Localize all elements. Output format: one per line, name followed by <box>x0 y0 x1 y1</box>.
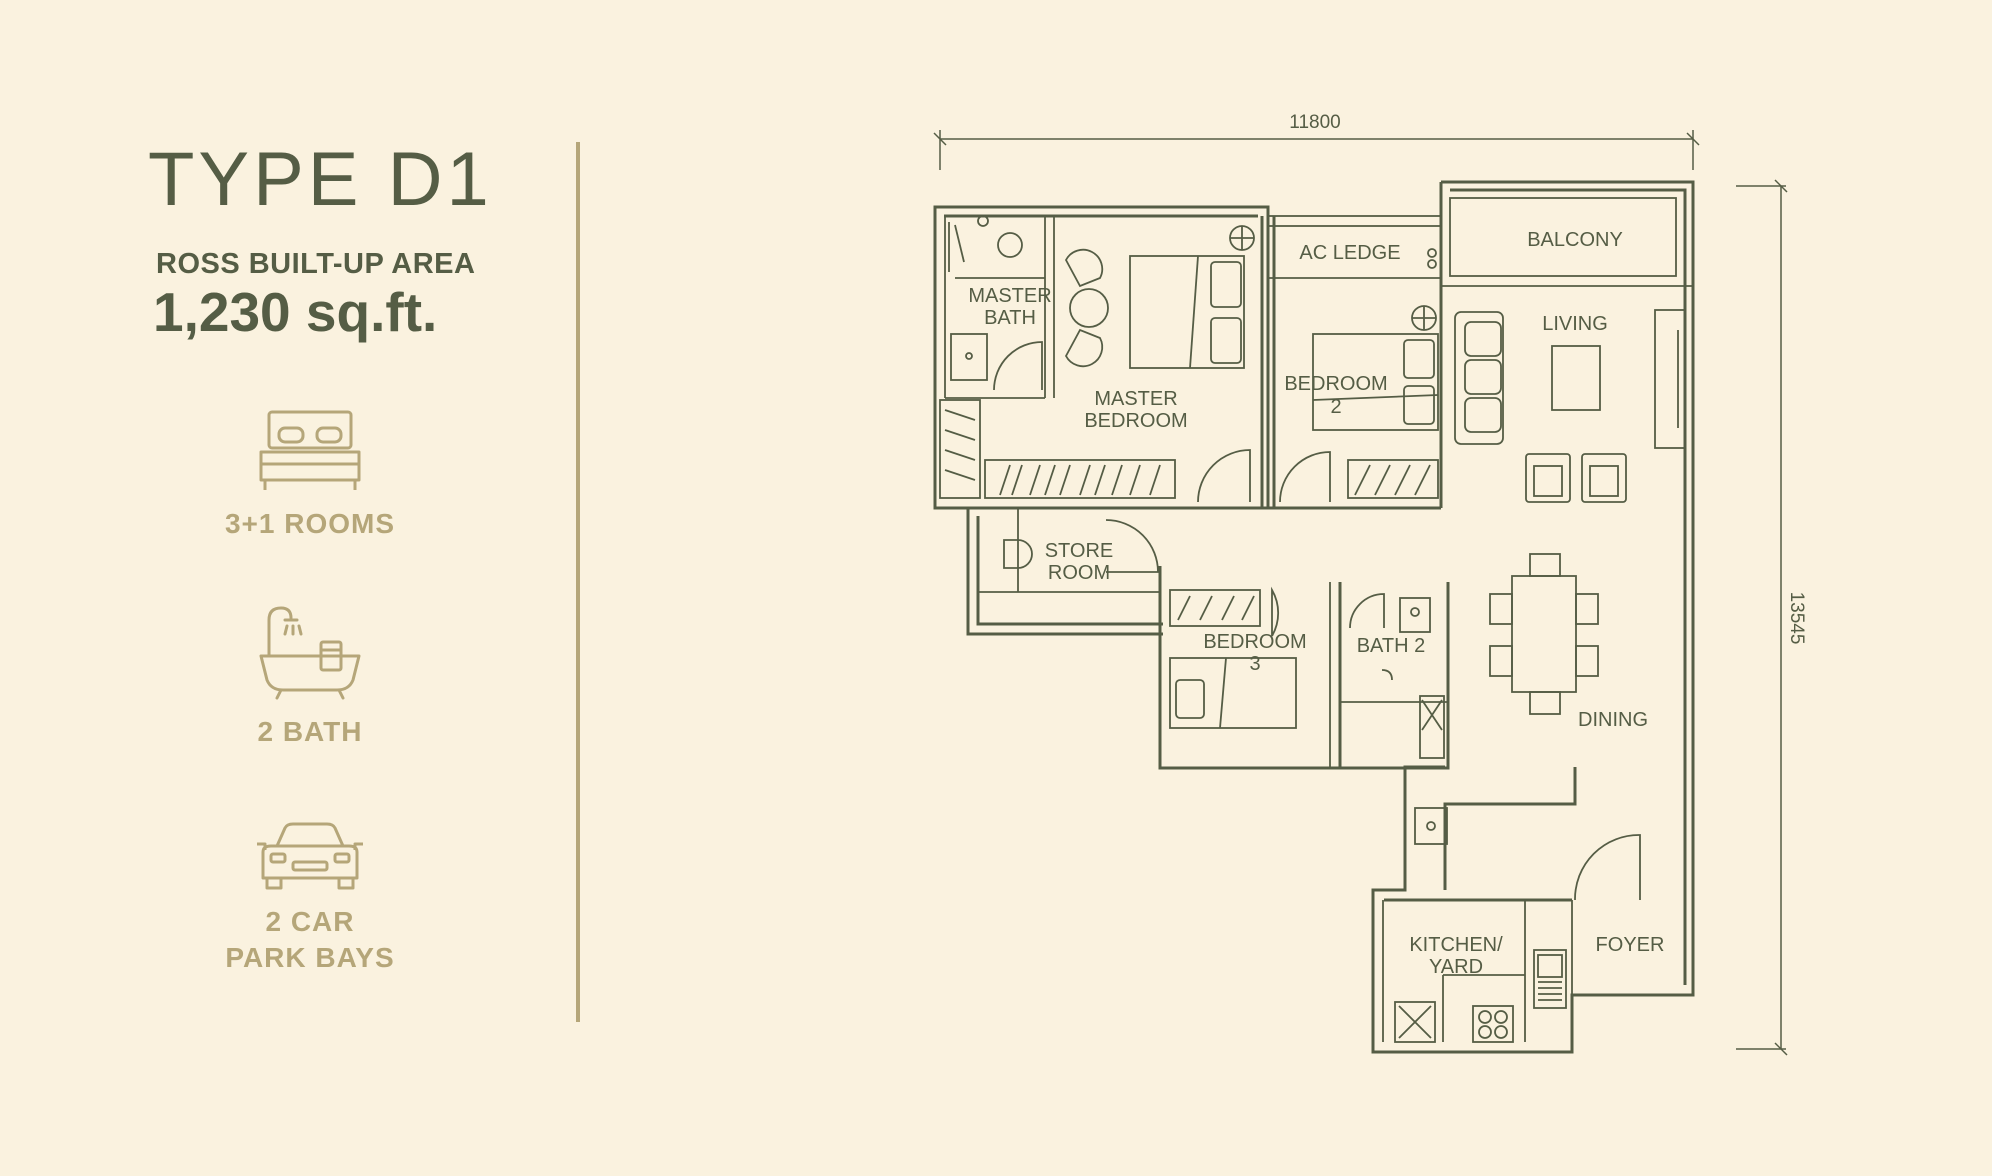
balcony-area <box>1267 197 1693 287</box>
master-bedroom <box>939 216 1264 508</box>
label-store-room-2: ROOM <box>1048 562 1110 584</box>
label-kitchen-1: KITCHEN/ <box>1409 934 1503 956</box>
feature-parking: 2 CAR PARK BAYS <box>160 822 460 976</box>
label-bedroom-3-2: 3 <box>1249 653 1260 675</box>
kitchen-yard <box>1382 807 1641 1043</box>
label-ac-ledge: AC LEDGE <box>1299 242 1400 264</box>
bath-2 <box>1329 582 1448 768</box>
label-master-bedroom-1: MASTER <box>1094 388 1177 410</box>
area-value: 1,230 sq.ft. <box>153 281 438 343</box>
label-foyer: FOYER <box>1596 934 1665 956</box>
feature-rooms-label: 3+1 ROOMS <box>224 508 396 539</box>
store-room <box>978 508 1160 593</box>
height-dimension-label: 13545 <box>1786 592 1807 645</box>
feature-parking-label: 2 CAR PARK BAYS <box>225 906 395 973</box>
label-master-bedroom-2: BEDROOM <box>1084 410 1187 432</box>
area-label: ROSS BUILT-UP AREA <box>156 248 476 280</box>
label-master-bath-1: MASTER <box>968 285 1051 307</box>
label-bedroom-3-1: BEDROOM <box>1203 631 1306 653</box>
feature-rooms: 3+1 ROOMS <box>160 408 460 542</box>
label-master-bath-2: BATH <box>984 307 1036 329</box>
label-store-room-1: STORE <box>1045 540 1114 562</box>
feature-bath-label: 2 BATH <box>257 716 363 747</box>
label-bath-2: BATH 2 <box>1357 635 1426 657</box>
label-bedroom-2-1: BEDROOM <box>1284 373 1387 395</box>
info-panel: TYPE D1 ROSS BUILT-UP AREA 1,230 sq.ft. … <box>0 0 580 1176</box>
width-dimension-label: 11800 <box>1289 112 1340 133</box>
car-icon <box>257 822 363 890</box>
label-kitchen-2: YARD <box>1429 956 1483 978</box>
outer-walls <box>933 180 1695 1054</box>
section-divider <box>576 142 580 1022</box>
label-bedroom-2-2: 2 <box>1330 396 1341 418</box>
living-dining <box>1454 309 1686 715</box>
bed-icon <box>259 410 361 490</box>
label-balcony: BALCONY <box>1527 229 1623 251</box>
feature-bath: 2 BATH <box>160 602 460 750</box>
bedroom-3 <box>1169 586 1297 729</box>
unit-type-title: TYPE D1 <box>148 137 493 222</box>
height-dimension: 13545 <box>1736 179 1807 1056</box>
label-living: LIVING <box>1542 313 1608 335</box>
bathtub-icon <box>259 606 361 700</box>
width-dimension: 11800 <box>933 112 1700 170</box>
label-dining: DINING <box>1578 709 1648 731</box>
master-bath <box>944 215 1055 399</box>
bedroom-2 <box>1272 216 1439 508</box>
room-labels: MASTER BATH MASTER BEDROOM AC LEDGE BALC… <box>968 229 1664 978</box>
